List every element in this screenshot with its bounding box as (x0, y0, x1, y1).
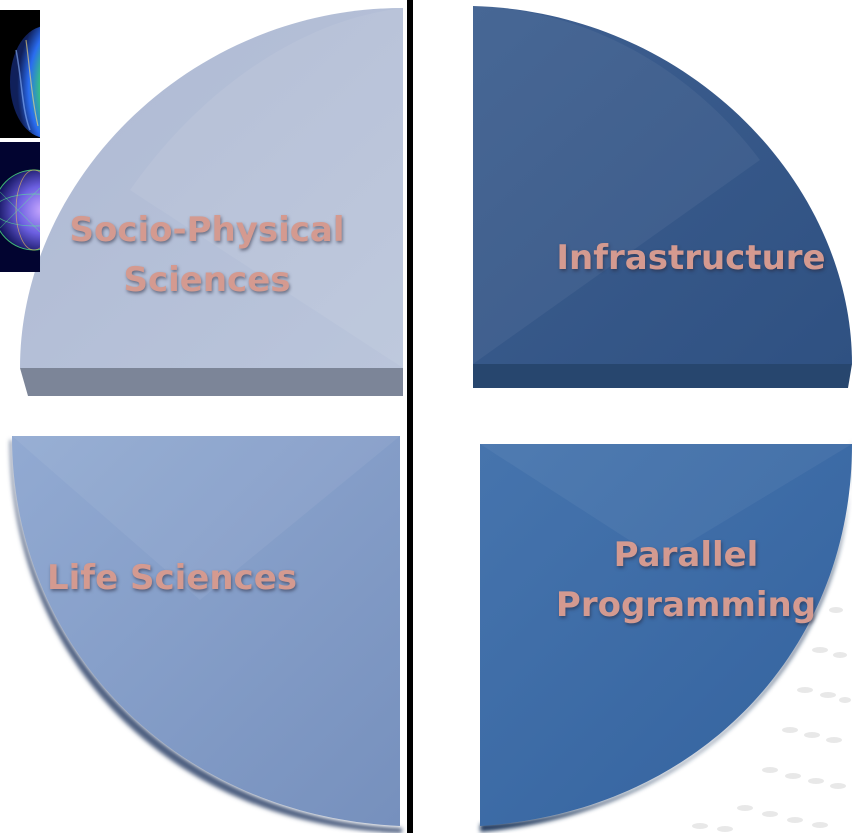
quadrant-parallel-programming (480, 440, 852, 832)
dot-texture (692, 607, 851, 832)
center-divider (407, 0, 413, 833)
quadrant-life-sciences (10, 436, 402, 833)
quadrant-socio-physical (20, 8, 403, 396)
parallel-programming-label: Parallel Programming (555, 535, 817, 625)
quadrant-parallel-programming-face (480, 444, 852, 826)
quadrant-infrastructure-side (473, 364, 852, 388)
quadrant-socio-physical-face (20, 8, 403, 368)
socio-physical-sciences-label: Socio-Physical Sciences (69, 210, 345, 300)
quadrant-infrastructure-face (473, 6, 852, 364)
heatmap-brain-image (0, 10, 40, 138)
quadrant-infrastructure (473, 6, 852, 388)
infrastructure-label: Infrastructure (556, 238, 826, 278)
mesh-sphere-image (0, 142, 40, 272)
quadrant-socio-physical-side (20, 368, 403, 396)
life-sciences-label: Life Sciences (46, 558, 298, 598)
quadrant-life-sciences-face (12, 436, 400, 826)
